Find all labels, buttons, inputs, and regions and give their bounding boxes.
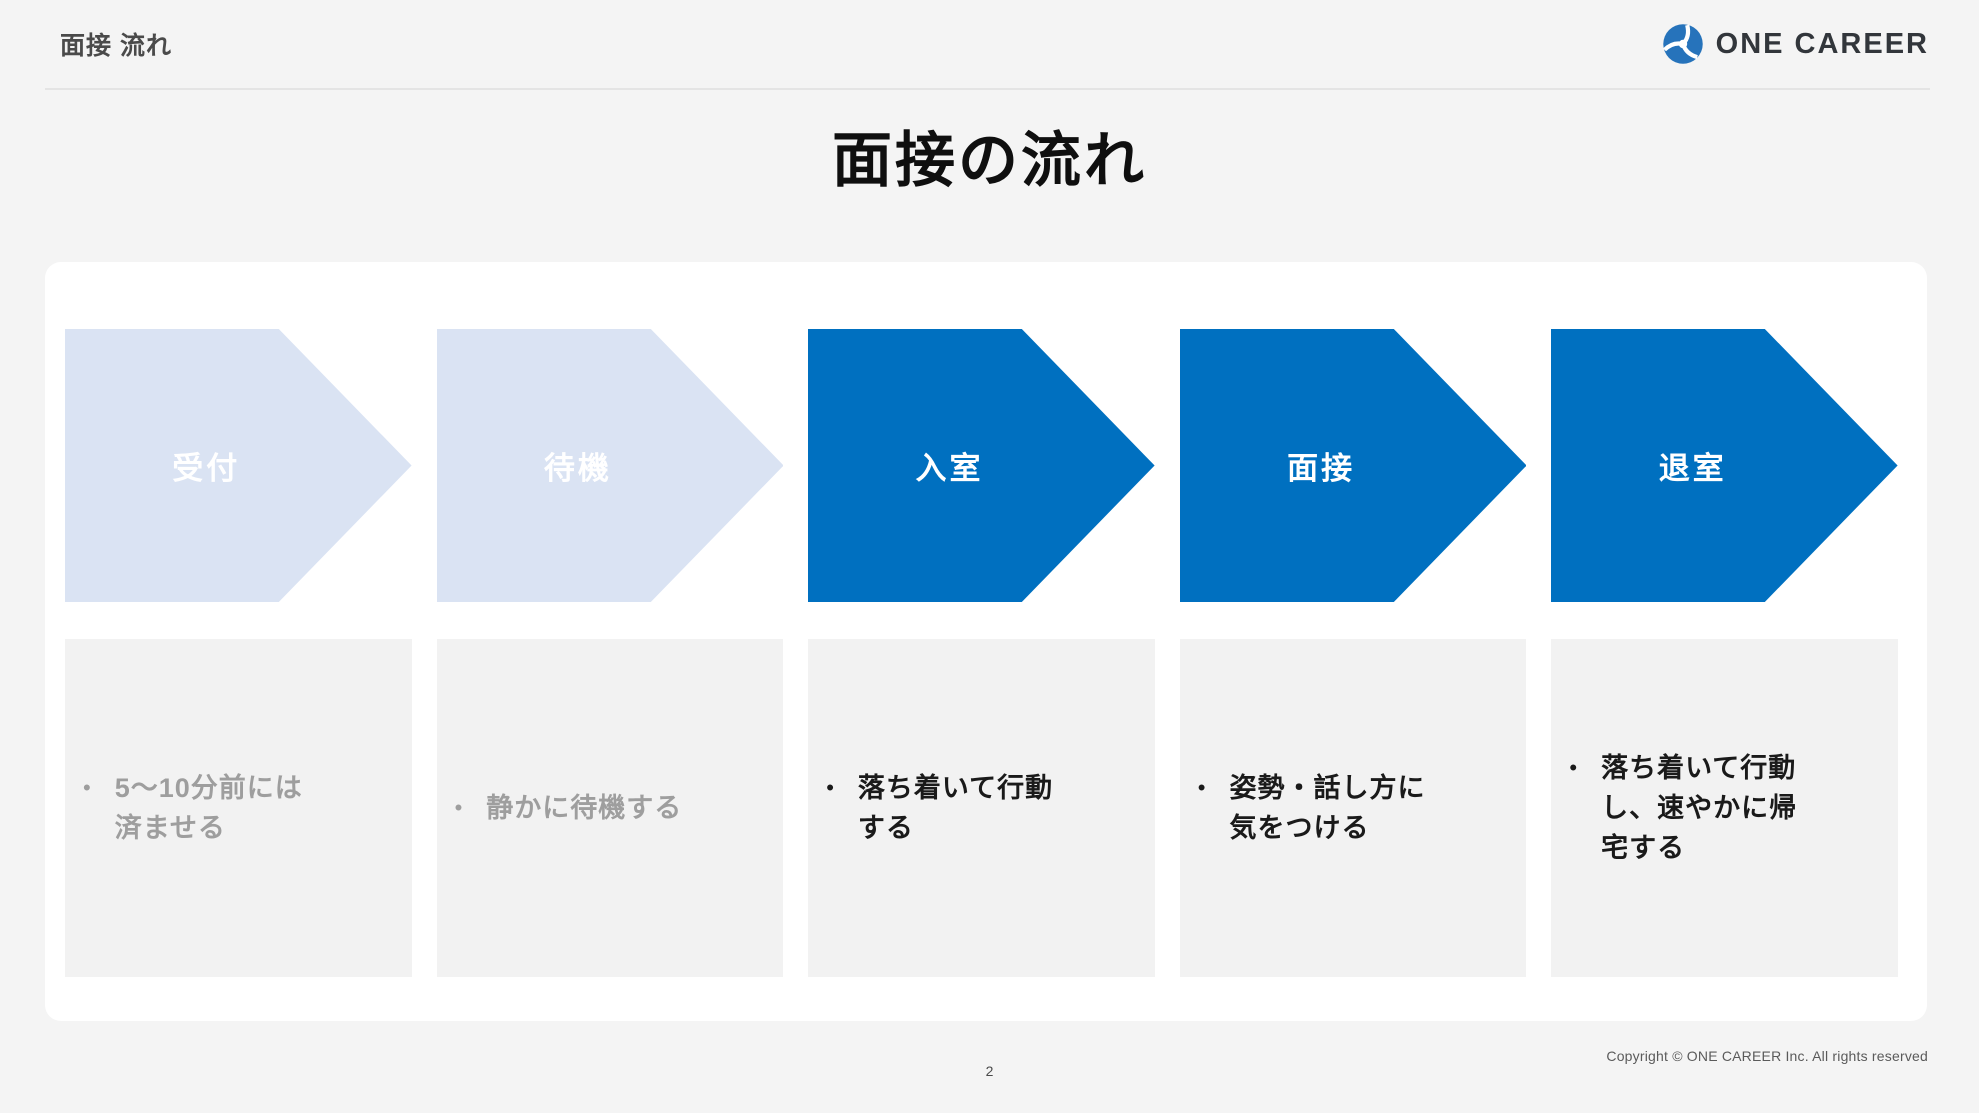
step-label: 退室 [1658,451,1727,486]
note-text: 落ち着いて行動 する [857,773,1054,843]
step-arrow: 受付 [65,329,412,602]
step-arrow: 面接 [1179,329,1527,602]
bullet-glyph: • [83,775,91,800]
flow-card: 受付 • 5〜10分前には 済ませる 待機 [45,262,1927,1021]
steps-row: 受付 • 5〜10分前には 済ませる 待機 [65,329,1898,977]
chevron-arrow-shape [65,329,412,602]
step-label: 受付 [172,451,241,486]
brand-name: ONE CAREER [1715,27,1929,60]
note-text: 落ち着いて行動 し、速やかに帰 宅する [1601,753,1798,863]
slide-title: 面接の流れ [832,127,1147,194]
step-note-box: • 5〜10分前には 済ませる [65,639,412,977]
note-row: • 静かに待機する [455,788,683,828]
step-leave-room: 退室 • 落ち着いて行動 し、速やかに帰 宅する [1551,329,1898,977]
step-interview: 面接 • 姿勢・話し方に 気をつける [1179,329,1527,977]
step-arrow: 退室 [1551,329,1898,602]
step-reception: 受付 • 5〜10分前には 済ませる [65,329,412,977]
brand-logo: ONE CAREER [1662,23,1929,65]
step-arrow: 待機 [436,329,784,602]
note-row: • 姿勢・話し方に 気をつける [1198,768,1426,848]
chevron-arrow-shape [808,329,1155,602]
bullet-glyph: • [1569,755,1578,780]
step-note-box: • 姿勢・話し方に 気をつける [1179,639,1527,977]
bullet-glyph: • [454,795,463,820]
step-note-box: • 静かに待機する [436,639,784,977]
step-enter-room: 入室 • 落ち着いて行動 する [808,329,1155,977]
note-row: • 5〜10分前には 済ませる [83,768,303,848]
deck-breadcrumb-title: 面接 流れ [60,32,172,60]
step-waiting: 待機 • 静かに待機する [436,329,784,977]
step-note-box: • 落ち着いて行動 し、速やかに帰 宅する [1551,639,1898,977]
note-text: 姿勢・話し方に 気をつける [1229,773,1426,843]
chevron-arrow-shape [1551,329,1898,602]
step-label: 面接 [1287,451,1356,486]
one-career-logo-icon [1662,24,1703,64]
bullet-glyph: • [826,775,834,800]
bullet-glyph: • [1197,775,1206,800]
chevron-arrow-shape [436,329,784,602]
note-text: 静かに待機する [486,793,683,823]
note-text: 5〜10分前には 済ませる [114,773,303,843]
header-bar: 面接 流れ ONE CAREER [0,0,1979,88]
page-number: 2 [985,1063,994,1079]
header-divider [45,88,1930,90]
note-row: • 落ち着いて行動 し、速やかに帰 宅する [1569,748,1797,868]
step-label: 待機 [543,451,612,486]
step-note-box: • 落ち着いて行動 する [808,639,1155,977]
note-row: • 落ち着いて行動 する [826,768,1053,848]
chevron-arrow-shape [1179,329,1527,602]
step-label: 入室 [915,451,984,486]
step-arrow: 入室 [808,329,1155,602]
copyright-text: Copyright © ONE CAREER Inc. All rights r… [1606,1048,1928,1064]
slide-page: 面接 流れ ONE CAREER 面接の流れ [0,0,1979,1079]
